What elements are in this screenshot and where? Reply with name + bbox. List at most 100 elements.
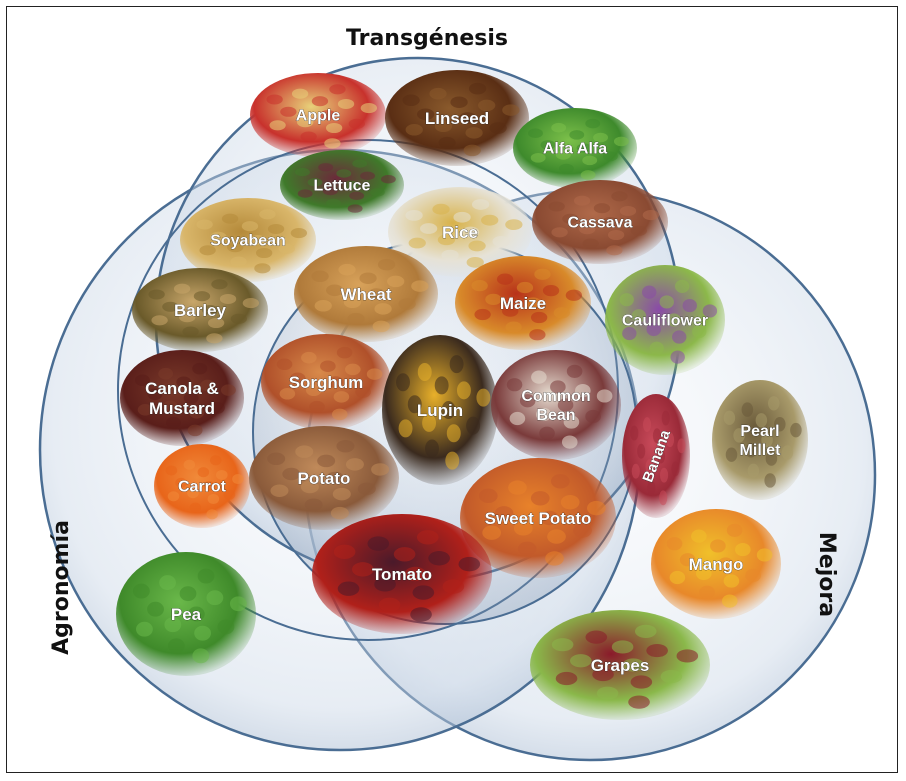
- crop-texture: [166, 465, 178, 475]
- crop-texture: [574, 196, 590, 206]
- crop-texture: [196, 219, 212, 229]
- crop-texture: [660, 468, 668, 483]
- crop-texture: [136, 622, 153, 637]
- crop-label-wheat: Wheat: [341, 285, 392, 304]
- crop-texture: [724, 574, 740, 587]
- crop-texture: [517, 282, 533, 293]
- crop-texture: [174, 284, 190, 294]
- crop-texture: [569, 130, 584, 140]
- crop-texture: [334, 545, 356, 559]
- crop-texture: [465, 127, 482, 139]
- crop-texture: [420, 223, 437, 234]
- crop-texture: [479, 489, 498, 503]
- crop-texture: [374, 303, 391, 315]
- crop-texture: [606, 245, 622, 255]
- crop-texture: [466, 417, 480, 435]
- crop-common-bean: CommonBean: [491, 350, 621, 460]
- crop-texture: [556, 672, 578, 685]
- crop-texture: [406, 124, 423, 136]
- crop-texture: [742, 402, 754, 416]
- crop-texture: [631, 226, 647, 236]
- crop-texture: [438, 137, 455, 149]
- crop-texture: [378, 259, 395, 271]
- label-mejora: Mejora: [814, 532, 839, 617]
- crop-texture: [280, 107, 296, 117]
- crop-texture: [309, 401, 325, 413]
- crop-texture: [337, 347, 353, 359]
- crop-texture: [497, 274, 513, 285]
- crop-texture: [267, 453, 285, 465]
- crop-lettuce: Lettuce: [280, 150, 404, 220]
- crop-texture: [148, 289, 164, 299]
- crop-label-lettuce: Lettuce: [314, 178, 371, 195]
- crop-tomato: Tomato: [312, 514, 492, 634]
- crop-alfa-alfa: Alfa Alfa: [513, 108, 637, 188]
- crop-texture: [320, 360, 336, 372]
- crop-texture: [230, 596, 247, 611]
- crop-texture: [338, 582, 360, 596]
- crop-texture: [510, 412, 526, 425]
- crop-texture: [381, 175, 396, 183]
- crop-texture: [371, 463, 389, 475]
- crop-texture: [782, 445, 794, 459]
- crop-texture: [614, 137, 629, 147]
- crop-texture: [585, 410, 601, 423]
- crop-label-soyabean: Soyabean: [210, 233, 286, 250]
- crop-texture: [545, 551, 564, 565]
- crop-texture: [300, 132, 316, 142]
- crop-texture: [210, 455, 222, 465]
- crop-texture: [489, 122, 506, 134]
- crop-texture: [318, 163, 333, 171]
- crop-texture: [243, 298, 259, 308]
- crop-canola: Canola &Mustard: [120, 350, 244, 446]
- crop-texture: [459, 557, 481, 571]
- crop-texture: [745, 569, 761, 582]
- crop-potato: Potato: [249, 426, 399, 530]
- crop-texture: [338, 99, 354, 109]
- crop-texture: [184, 460, 196, 470]
- crop-image-canola: [120, 350, 244, 446]
- crop-texture: [507, 378, 523, 391]
- crop-texture: [447, 424, 461, 442]
- crop-texture: [660, 295, 674, 308]
- crop-texture: [646, 644, 668, 657]
- crop-label-canola: Canola &Mustard: [145, 379, 219, 418]
- crop-texture: [368, 536, 390, 550]
- crop-texture: [457, 381, 471, 399]
- crop-texture: [329, 84, 345, 94]
- crop-texture: [561, 495, 580, 509]
- crop-texture: [398, 298, 415, 310]
- crop-texture: [650, 342, 664, 355]
- crop-texture: [476, 389, 490, 407]
- crop-texture: [298, 189, 313, 197]
- label-agronomia: Agronomía: [49, 520, 74, 655]
- crop-texture: [158, 368, 173, 380]
- crop-texture: [672, 330, 686, 343]
- crop-texture: [531, 312, 547, 323]
- crop-texture: [566, 290, 582, 301]
- crop-texture: [358, 483, 376, 495]
- crop-label-grapes: Grapes: [591, 656, 650, 675]
- crop-texture: [464, 145, 481, 157]
- crop-texture: [405, 210, 422, 221]
- crop-image-common-bean: [491, 350, 621, 460]
- crop-label-linseed: Linseed: [425, 109, 489, 128]
- crop-mango: Mango: [651, 509, 781, 619]
- crop-texture: [554, 307, 570, 318]
- crop-label-tomato: Tomato: [372, 565, 432, 584]
- crop-texture: [334, 391, 350, 403]
- crop-texture: [222, 214, 238, 224]
- crop-texture: [190, 503, 202, 513]
- crop-texture: [206, 509, 218, 519]
- crop-image-pearl-millet: [712, 380, 808, 500]
- crop-texture: [675, 280, 689, 293]
- crop-texture: [370, 188, 385, 196]
- crop-texture: [472, 199, 489, 210]
- crop-texture: [338, 264, 355, 276]
- crop-texture: [635, 625, 657, 638]
- crop-texture: [722, 594, 738, 607]
- crop-texture: [474, 309, 490, 320]
- crop-texture: [315, 300, 332, 312]
- crop-texture: [361, 103, 377, 113]
